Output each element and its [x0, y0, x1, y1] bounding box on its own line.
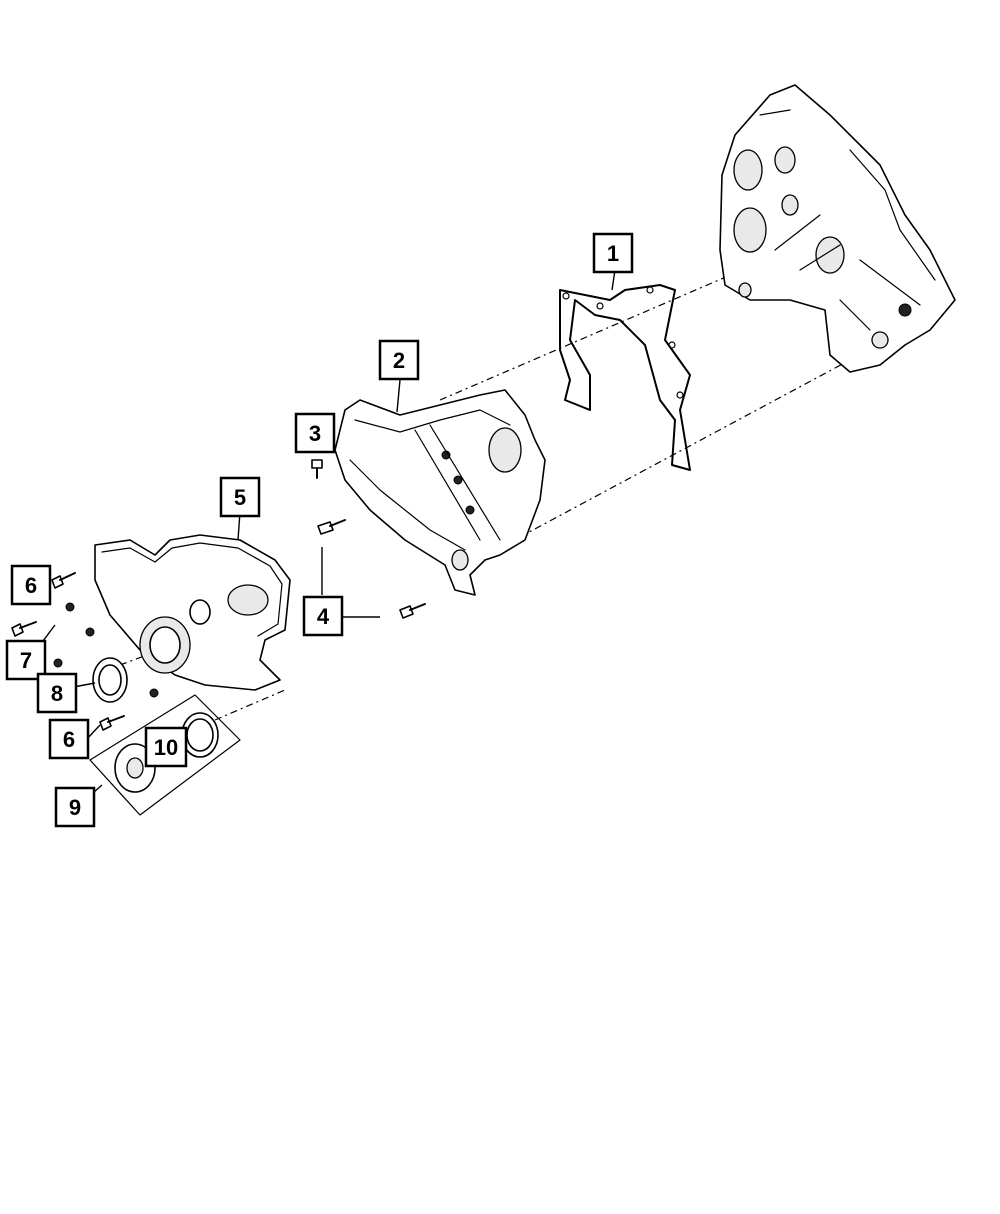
leader-lines [39, 269, 616, 801]
callout-6-bottom: 6 [48, 718, 90, 760]
callout-8: 8 [36, 672, 78, 714]
bolt-4 [317, 519, 426, 619]
engine-block [719, 84, 956, 373]
callout-5: 5 [219, 476, 261, 518]
callout-6-top-label: 6 [25, 573, 37, 598]
bolt-3 [311, 459, 323, 479]
callout-3: 3 [294, 412, 336, 454]
callout-3-label: 3 [309, 421, 321, 446]
gear-housing [334, 389, 546, 596]
gasket [559, 284, 691, 471]
callout-8-label: 8 [51, 681, 63, 706]
front-cover [94, 534, 291, 691]
callout-7: 7 [5, 639, 47, 681]
small-bolts [11, 572, 159, 731]
callout-7-label: 7 [20, 648, 32, 673]
seal-8 [92, 657, 128, 703]
callout-4: 4 [302, 595, 344, 637]
callout-9: 9 [54, 786, 96, 828]
callout-10-label: 10 [154, 735, 178, 760]
callout-2-label: 2 [393, 348, 405, 373]
callout-6-top: 6 [10, 564, 52, 606]
callout-1-label: 1 [607, 241, 619, 266]
callout-2: 2 [378, 339, 420, 381]
callout-10: 10 [144, 726, 188, 768]
callout-5-label: 5 [234, 485, 246, 510]
callout-6-bottom-label: 6 [63, 727, 75, 752]
callout-1: 1 [592, 232, 634, 274]
callout-4-label: 4 [317, 604, 330, 629]
callout-9-label: 9 [69, 795, 81, 820]
